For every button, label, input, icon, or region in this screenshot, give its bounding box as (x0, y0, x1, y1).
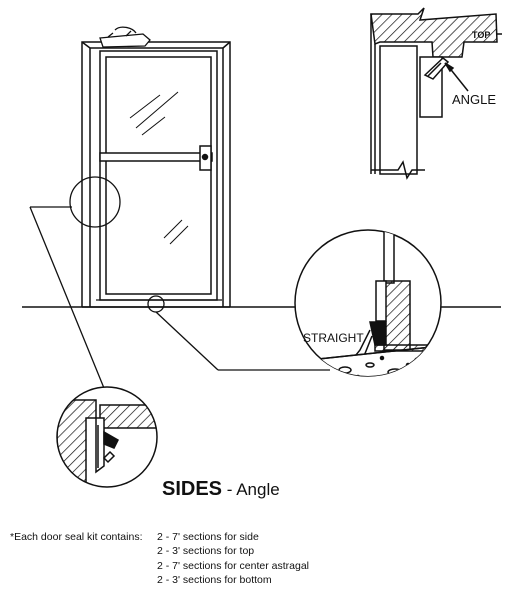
straight-label: STRAIGHT (303, 331, 364, 345)
list-item: 2 - 7' sections for center astragal (157, 559, 309, 572)
bottom-seal-detail (294, 229, 442, 377)
top-detail (370, 7, 502, 180)
list-item: 2 - 3' sections for bottom (157, 574, 272, 587)
angle-label: ANGLE (452, 92, 497, 107)
door-glass-glare (129, 91, 189, 245)
diagram-caption: SIDES - Angle (162, 478, 280, 501)
list-item: 2 - 7' sections for side (157, 531, 259, 543)
side-seal-detail (56, 386, 158, 488)
door-leaf (99, 50, 218, 301)
kit-contents-list: 2 - 7' sections for side 2 - 3' sections… (157, 530, 309, 588)
panic-bar (99, 145, 213, 171)
door-closer (99, 26, 151, 48)
list-item: 2 - 3' sections for top (157, 545, 255, 558)
caption-subtitle: - Angle (222, 480, 280, 499)
callout-markers (29, 176, 330, 394)
top-label: TOP (472, 30, 491, 40)
caption-title: SIDES (162, 478, 223, 500)
kit-note-intro: *Each door seal kit contains: (10, 531, 143, 543)
